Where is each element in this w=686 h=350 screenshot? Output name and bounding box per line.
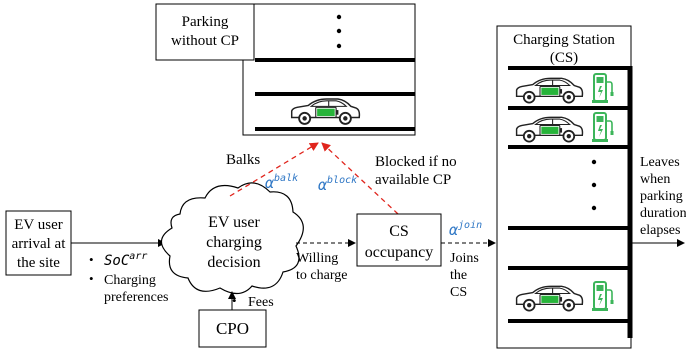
parking-label-line2: without CP [171,33,239,49]
bullet: • [232,293,237,308]
cs-box-line2: occupancy [365,244,433,261]
bullet: • [89,252,94,267]
cs-box-line1: CS [389,223,409,240]
decision-inputs: • SoCarr • Charging preferences [89,251,169,305]
cpo-label: CPO [216,319,249,338]
cloud-line1: EV user [208,214,260,231]
alpha-join-label: αjoin [449,220,482,239]
parking-label-box [155,3,255,61]
bullet: • [89,271,94,286]
cloud-shape [160,182,304,295]
soc-label: SoCarr [104,251,147,269]
charging-preferences-line2: preferences [104,290,169,305]
cloud-line3: decision [207,254,260,271]
ev-user-line1: EV user [14,217,62,233]
charging-station: Charging Station (CS) [496,25,633,349]
leaves-label-line4: duration [640,206,686,221]
willing-label-line1: Willing [296,251,338,266]
alpha-balk-label: αbalk [265,173,298,192]
ellipsis-dot [336,14,342,20]
decision-cloud: EV user charging decision [160,182,304,295]
cs-occupancy-node: CS occupancy [356,213,442,267]
ellipsis-dot [336,43,342,49]
leaves-label-line2: when [640,172,670,187]
cloud-line2: charging [206,234,262,251]
ev-user-arrival-node: EV user arrival at the site [5,210,72,276]
ellipsis-dot [591,182,597,188]
balk-arrow [229,142,319,197]
leaves-label-line1: Leaves [640,155,680,170]
station-title-line2: (CS) [550,50,578,66]
leaves-label-line3: parking [640,189,683,204]
ellipsis-dot [591,159,597,165]
joins-label-line3: CS [450,285,467,300]
ellipsis-dot [336,28,342,34]
ev-user-line2: arrival at [12,236,67,252]
balks-label: Balks [226,152,260,168]
fees-label: Fees [248,295,274,310]
blocked-label-line2: available CP [375,172,451,188]
willing-label-line2: to charge [296,268,347,283]
blocked-label-line1: Blocked if no [375,154,457,170]
cs-occupancy-box [356,213,442,267]
leaves-label-line5: elapses [640,223,680,238]
ev-user-box [5,210,72,276]
station-title-line1: Charging Station [513,32,615,48]
parking-label-line1: Parking [182,14,229,30]
charging-preferences-line1: Charging [104,273,156,288]
joins-label-line1: Joins [450,251,479,266]
alpha-block-label: αblock [318,175,357,194]
joins-label-line2: the [450,268,467,283]
ellipsis-dot [591,205,597,211]
cpo-node: CPO [198,309,267,348]
ev-user-line3: the site [17,255,60,271]
parking-lot: Parking without CP [155,3,416,136]
